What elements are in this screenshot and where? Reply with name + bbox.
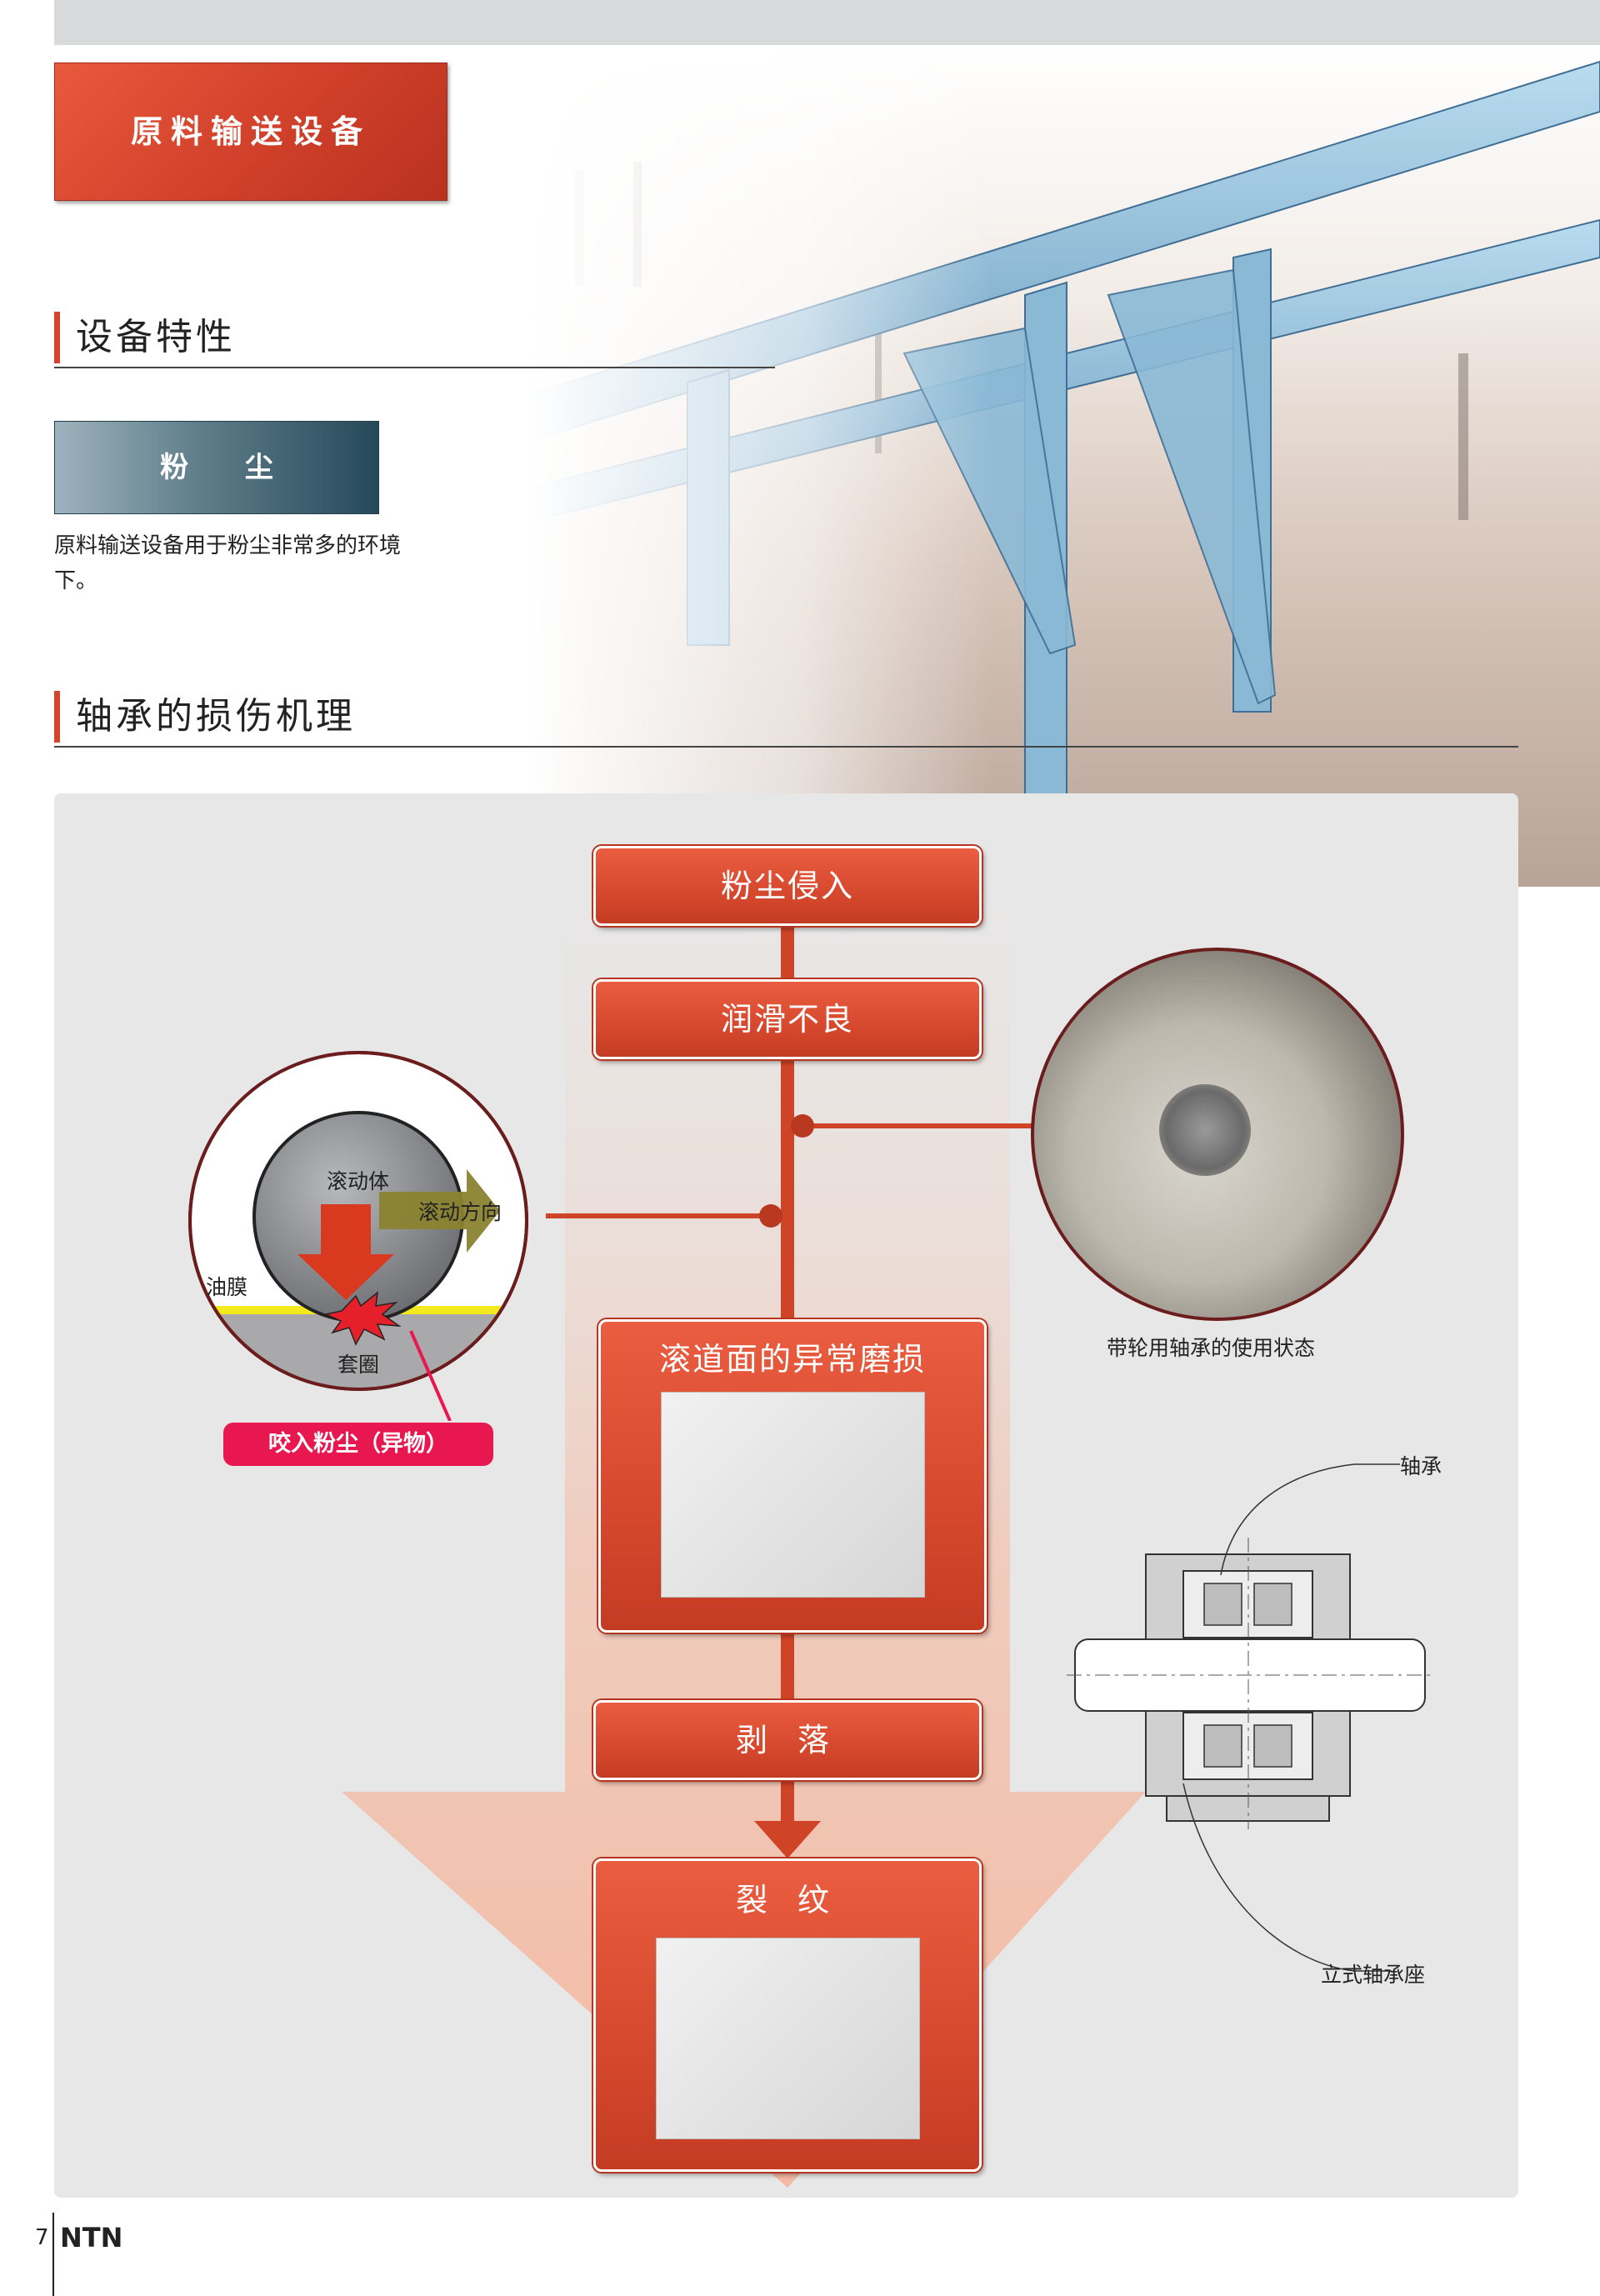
flow-step-label: 润滑不良 [720,1001,854,1038]
pillow-block-label: 立式轴承座 [1321,1963,1426,1987]
section-heading-damage-mechanism: 轴承的损伤机理 [54,688,1518,748]
bite-dust-badge: 咬入粉尘（异物） [223,1423,493,1466]
section-heading-characteristics: 设备特性 [54,308,775,368]
flow-step-poor-lubrication: 润滑不良 [593,979,982,1059]
flow-step-flaking: 剥 落 [593,1700,982,1780]
ring-label: 套圈 [338,1353,380,1377]
contact-diagram [188,1051,528,1421]
brand-logo: NTN [60,2222,123,2253]
dust-tag: 粉 尘 [54,421,379,514]
page-title-tag: 原料输送设备 [54,63,448,201]
page-number: 7 [35,2225,49,2250]
wear-photo [660,1392,925,1598]
flow-step-dust-intrusion: 粉尘侵入 [593,846,982,926]
pulley-bearing-photo [1031,948,1404,1321]
flow-step-label: 滚道面的异常磨损 [658,1341,926,1378]
flow-step-abnormal-wear: 滚道面的异常磨损 [598,1319,987,1633]
rolling-direction-label: 滚动方向 [418,1200,502,1224]
characteristics-description: 原料输送设备用于粉尘非常多的环境下。 [54,533,402,593]
bearing-label: 轴承 [1400,1454,1442,1478]
dust-tag-label: 粉 尘 [160,451,297,484]
footer-divider [52,2213,54,2296]
pillow-block-drawing [1067,1463,1433,1972]
heading-accent-bar [54,691,60,743]
heading-accent-bar [54,312,60,363]
flow-step-label: 剥 落 [735,1722,840,1758]
flow-arrowhead [754,1821,821,1858]
rolling-body-label: 滚动体 [327,1169,390,1193]
conveyor-photo [299,45,1600,888]
oil-film-label: 油膜 [206,1275,248,1299]
section-title: 轴承的损伤机理 [76,695,356,738]
flow-step-label: 粉尘侵入 [720,868,854,904]
flow-step-label: 裂 纹 [735,1882,840,1918]
page-title: 原料输送设备 [130,113,371,150]
flow-step-crack: 裂 纹 [593,1858,982,2172]
crack-photo [655,1938,920,2139]
top-bar [54,0,1600,45]
section-title: 设备特性 [76,316,236,358]
bearing-cap [1159,1084,1251,1176]
photo-caption: 带轮用轴承的使用状态 [1107,1336,1316,1360]
